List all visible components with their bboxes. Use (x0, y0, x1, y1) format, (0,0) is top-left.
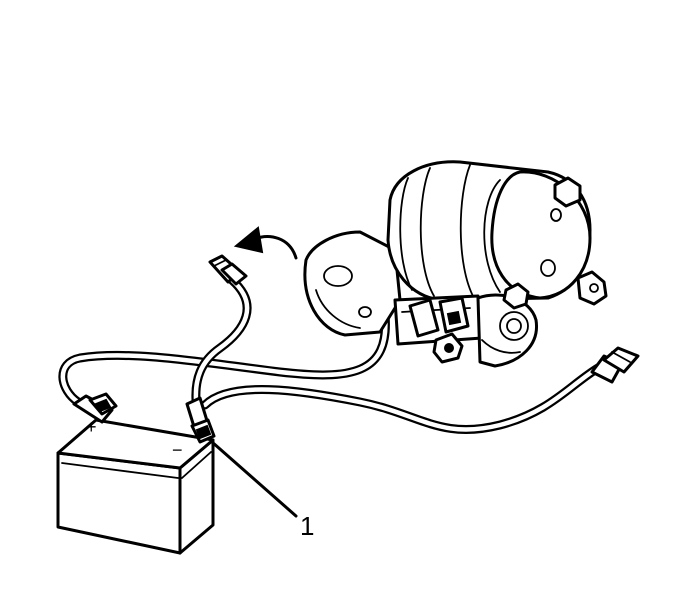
positive-cable-clamp (72, 392, 118, 424)
battery-negative-sign: − (172, 440, 183, 460)
jumper-cables (58, 275, 603, 435)
callout-1: 1 (210, 440, 314, 541)
battery-positive-sign: + (86, 417, 97, 437)
negative-cable-clamp (185, 396, 216, 444)
harness-connector (590, 346, 640, 384)
disconnected-connector (208, 254, 248, 286)
curved-arrow-icon (233, 226, 298, 260)
starter-motor (303, 160, 608, 368)
battery: + − (56, 417, 215, 555)
callout-number: 1 (300, 511, 314, 541)
